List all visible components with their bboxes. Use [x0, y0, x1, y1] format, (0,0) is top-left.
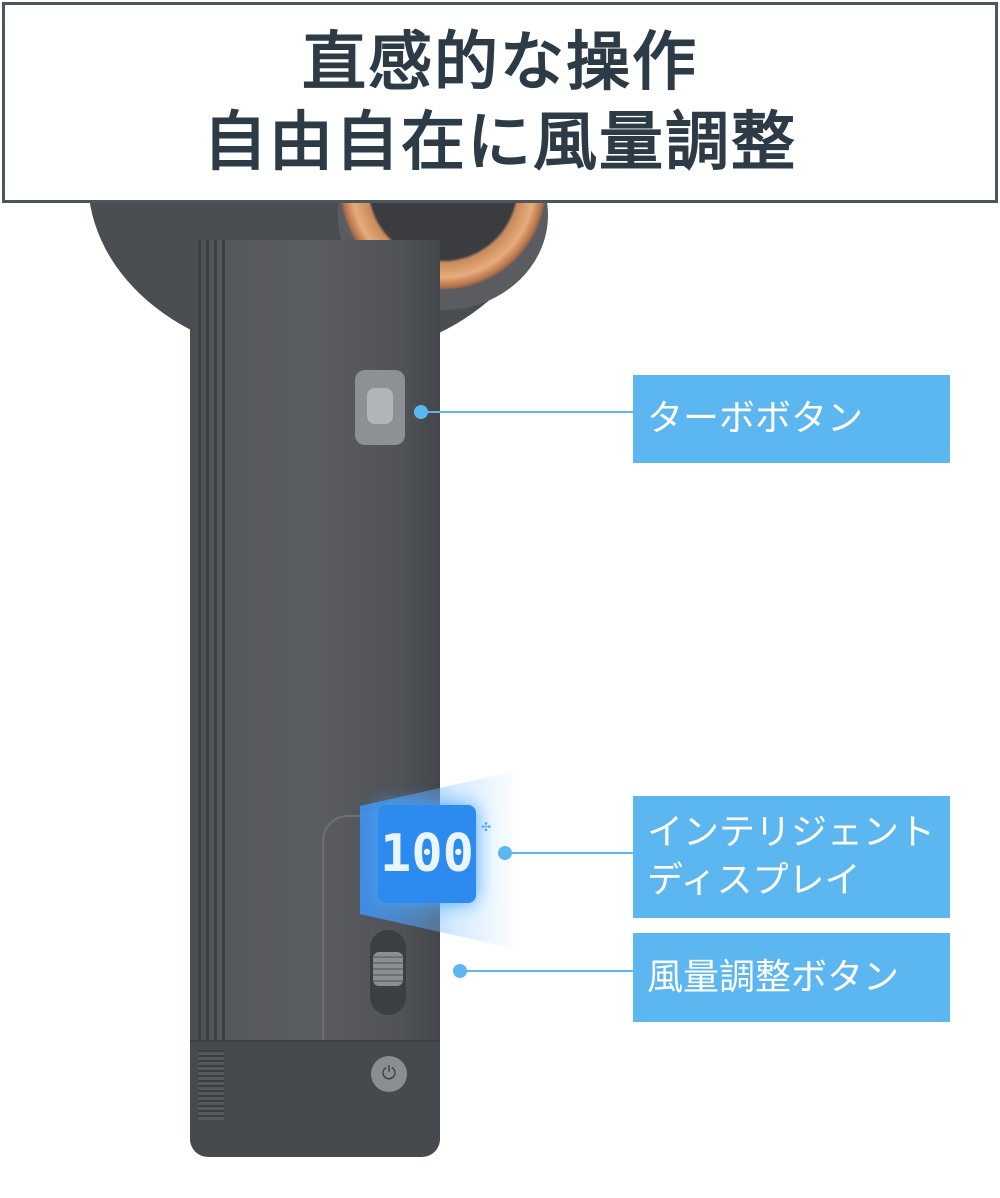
callout-dot: [414, 405, 428, 419]
fan-base: [190, 1040, 440, 1157]
turbo-button[interactable]: [355, 370, 405, 445]
handle-rib: [198, 240, 201, 1040]
label-text: ディスプレイ: [647, 860, 861, 901]
fan-icon: ✣: [481, 820, 492, 834]
handle-rib: [222, 240, 225, 1040]
callout-dot: [498, 846, 512, 860]
display-label: インテリジェント ディスプレイ: [633, 796, 950, 918]
fan-speed-label: 風量調整ボタン: [633, 933, 950, 1022]
title-line-2: 自由自在に風量調整: [203, 106, 797, 180]
label-text: インテリジェント: [647, 812, 936, 853]
callout-line: [510, 852, 633, 854]
led-display: 100: [378, 805, 476, 903]
title-banner: 直感的な操作 自由自在に風量調整: [2, 2, 998, 203]
callout-dot: [453, 964, 467, 978]
callout-line: [426, 411, 633, 413]
label-text: 風量調整ボタン: [647, 956, 900, 998]
turbo-button-label: ターボボタン: [633, 375, 950, 463]
handle-rib: [214, 240, 217, 1040]
base-grill: [198, 1050, 224, 1120]
handle-rib: [206, 240, 209, 1040]
callout-line: [465, 970, 633, 972]
title-line-1: 直感的な操作: [302, 26, 698, 100]
fan-speed-slider[interactable]: [370, 930, 406, 1015]
label-text: ターボボタン: [647, 398, 864, 439]
power-button-icon[interactable]: ⏻: [371, 1056, 407, 1092]
